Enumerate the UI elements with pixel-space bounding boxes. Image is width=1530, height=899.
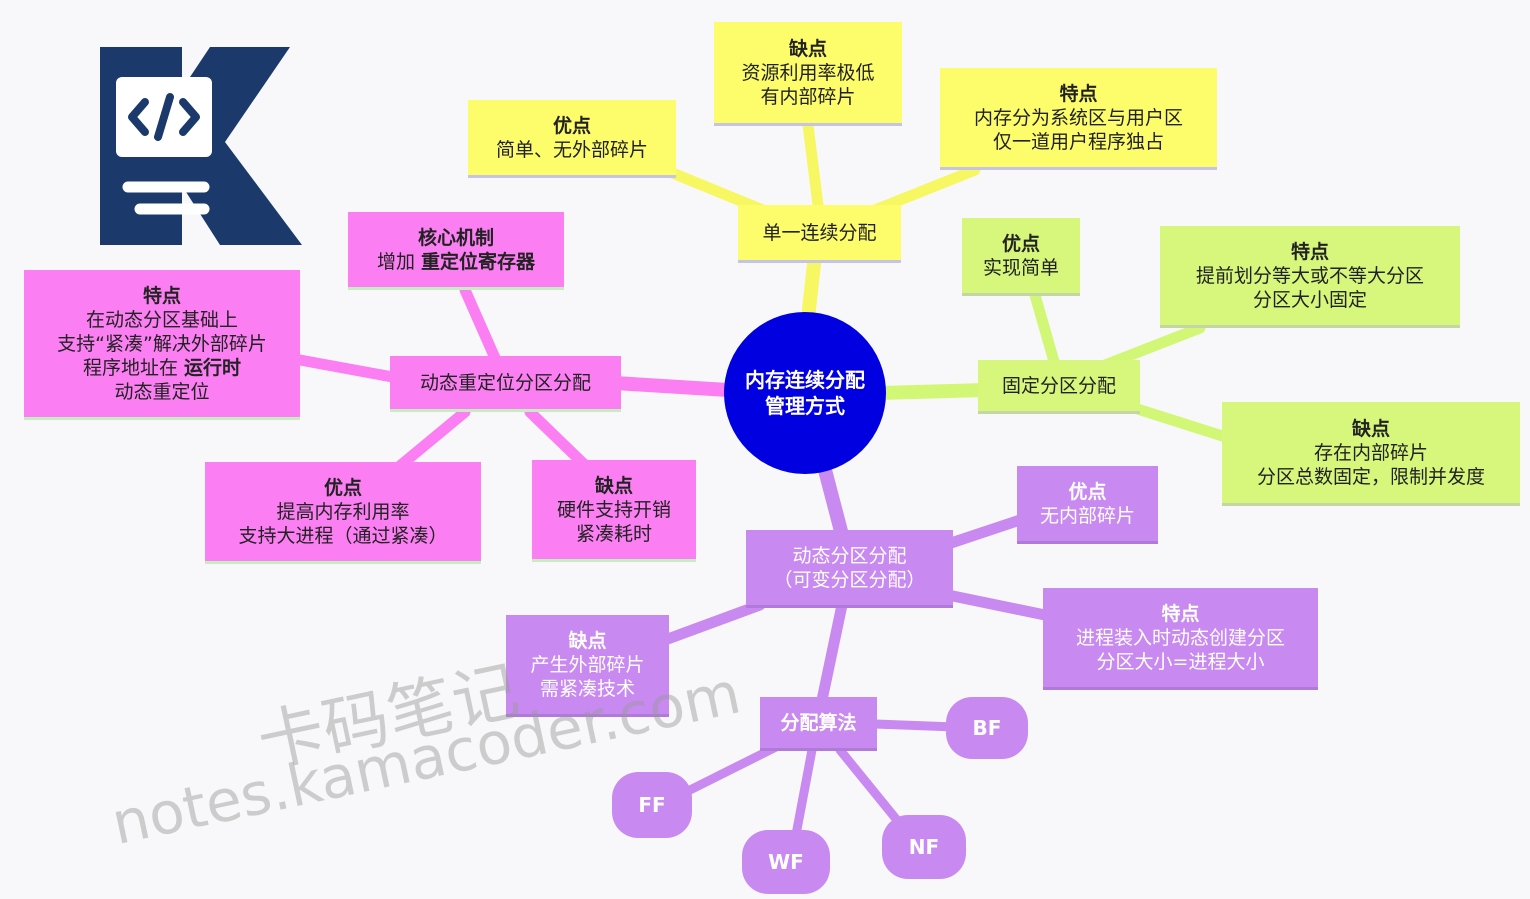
single-features[interactable]: 特点 内存分为系统区与用户区 仅一道用户程序独占	[940, 68, 1217, 170]
dynamic-cons-line: 产生外部碎片	[530, 653, 645, 676]
edge-relocation-mechanism	[459, 284, 501, 364]
edge-center-dynamic	[818, 463, 849, 542]
fixed-features-title: 特点	[1290, 240, 1329, 263]
relocation-features-line3-prefix: 程序地址在	[82, 356, 185, 379]
fixed-cons-title: 缺点	[1351, 417, 1390, 440]
relocation-pros-title: 优点	[323, 476, 362, 499]
dynamic-label-line1: 动态分区分配	[792, 544, 907, 567]
algorithm-bf[interactable]: BF	[946, 697, 1028, 759]
fixed-features[interactable]: 特点 提前划分等大或不等大分区 分区大小固定	[1160, 226, 1460, 328]
edge-relocation-pros	[389, 406, 471, 476]
algorithm-ff-label: FF	[638, 793, 666, 817]
single-pros[interactable]: 优点 简单、无外部碎片	[468, 100, 676, 178]
dynamic-features-line: 分区大小=进程大小	[1096, 650, 1265, 673]
dynamic-features-title: 特点	[1161, 602, 1200, 625]
relocation-features-title: 特点	[142, 284, 181, 307]
relocation-features[interactable]: 特点 在动态分区基础上 支持“紧凑”解决外部碎片 程序地址在 运行时 动态重定位	[24, 270, 300, 420]
edge-alg-bf	[870, 719, 960, 732]
edge-alg-ff	[675, 740, 785, 800]
relocation-mechanism-title: 核心机制	[417, 226, 494, 249]
relocation-pros-line: 提高内存利用率	[276, 500, 410, 523]
algorithm-wf-label: WF	[768, 850, 804, 874]
edge-center-single	[801, 248, 822, 325]
single-branch[interactable]: 单一连续分配	[738, 205, 901, 263]
single-pros-title: 优点	[552, 114, 591, 137]
fixed-label: 固定分区分配	[1001, 374, 1116, 397]
fixed-pros-title: 优点	[1001, 232, 1040, 255]
relocation-pros-line: 支持大进程（通过紧凑）	[238, 524, 448, 547]
fixed-cons-line: 分区总数固定，限制并发度	[1256, 465, 1485, 488]
dynamic-pros-title: 优点	[1068, 480, 1107, 503]
dynamic-pros-line: 无内部碎片	[1039, 504, 1135, 527]
relocation-features-line4: 动态重定位	[114, 380, 210, 403]
center-line1: 内存连续分配	[745, 368, 865, 392]
dynamic-features-line: 进程装入时动态创建分区	[1075, 626, 1285, 649]
single-features-line: 内存分为系统区与用户区	[973, 106, 1183, 129]
fixed-features-line: 分区大小固定	[1252, 288, 1367, 311]
relocation-features-line3-bold: 运行时	[184, 356, 242, 379]
dynamic-cons-title: 缺点	[568, 629, 607, 652]
edge-fixed-features	[1099, 322, 1206, 371]
fixed-cons-line: 存在内部碎片	[1313, 441, 1428, 464]
edge-dynamic-algorithms	[816, 599, 848, 706]
algorithms-label: 分配算法	[780, 711, 857, 734]
algorithm-nf-label: NF	[908, 835, 940, 859]
relocation-features-line: 在动态分区基础上	[85, 308, 238, 331]
dynamic-branch[interactable]: 动态分区分配 （可变分区分配）	[746, 530, 953, 608]
relocation-pros[interactable]: 优点 提高内存利用率 支持大进程（通过紧凑）	[205, 462, 481, 564]
edge-center-fixed	[873, 383, 992, 400]
fixed-pros-line: 实现简单	[982, 256, 1059, 279]
edge-center-relocation	[608, 376, 735, 397]
relocation-cons-line: 硬件支持开销	[556, 498, 671, 521]
single-pros-line: 简单、无外部碎片	[495, 138, 648, 161]
edge-alg-wf	[790, 745, 817, 845]
single-cons-line: 有内部碎片	[760, 85, 856, 108]
relocation-branch[interactable]: 动态重定位分区分配	[390, 356, 621, 412]
dynamic-cons-line: 需紧凑技术	[539, 677, 635, 700]
fixed-pros[interactable]: 优点 实现简单	[962, 218, 1080, 296]
fixed-branch[interactable]: 固定分区分配	[978, 360, 1140, 414]
single-features-title: 特点	[1059, 82, 1098, 105]
edge-fixed-pros	[1029, 289, 1061, 371]
center-topic[interactable]: 内存连续分配 管理方式	[724, 312, 886, 474]
relocation-features-line: 支持“紧凑”解决外部碎片	[57, 332, 267, 355]
fixed-cons[interactable]: 缺点 存在内部碎片 分区总数固定，限制并发度	[1222, 402, 1520, 506]
edge-alg-nf	[835, 745, 910, 835]
relocation-cons-line: 紧凑耗时	[575, 522, 652, 545]
algorithm-ff[interactable]: FF	[612, 772, 692, 838]
kamacoder-logo-icon	[100, 47, 302, 245]
edge-dynamic-features	[942, 589, 1051, 621]
algorithms-branch[interactable]: 分配算法	[760, 697, 877, 751]
dynamic-pros[interactable]: 优点 无内部碎片	[1017, 466, 1158, 544]
dynamic-cons[interactable]: 缺点 产生外部碎片 需紧凑技术	[506, 615, 669, 717]
edge-dynamic-cons	[659, 599, 766, 646]
single-features-line: 仅一道用户程序独占	[992, 130, 1164, 153]
dynamic-features[interactable]: 特点 进程装入时动态创建分区 分区大小=进程大小	[1043, 588, 1318, 690]
edge-dynamic-pros	[939, 514, 1026, 551]
single-cons[interactable]: 缺点 资源利用率极低 有内部碎片	[714, 22, 902, 126]
single-cons-line: 资源利用率极低	[741, 61, 875, 84]
algorithm-nf[interactable]: NF	[882, 815, 966, 879]
relocation-mechanism[interactable]: 核心机制 增加 重定位寄存器	[348, 212, 564, 290]
relocation-cons-title: 缺点	[594, 474, 633, 497]
edge-relocation-features	[294, 354, 404, 384]
single-cons-title: 缺点	[788, 37, 827, 60]
relocation-cons[interactable]: 缺点 硬件支持开销 紧凑耗时	[532, 460, 696, 562]
relocation-mechanism-prefix: 增加	[376, 250, 422, 273]
edge-fixed-cons	[1119, 399, 1241, 446]
relocation-mechanism-bold: 重定位寄存器	[421, 250, 536, 273]
edge-single-cons	[802, 119, 824, 211]
algorithm-wf[interactable]: WF	[742, 830, 830, 894]
relocation-label: 动态重定位分区分配	[419, 371, 591, 394]
center-line2: 管理方式	[765, 394, 845, 418]
algorithm-bf-label: BF	[972, 716, 1002, 740]
dynamic-label-line2: （可变分区分配）	[773, 568, 926, 591]
single-label: 单一连续分配	[762, 221, 877, 244]
fixed-features-line: 提前划分等大或不等大分区	[1195, 264, 1424, 287]
